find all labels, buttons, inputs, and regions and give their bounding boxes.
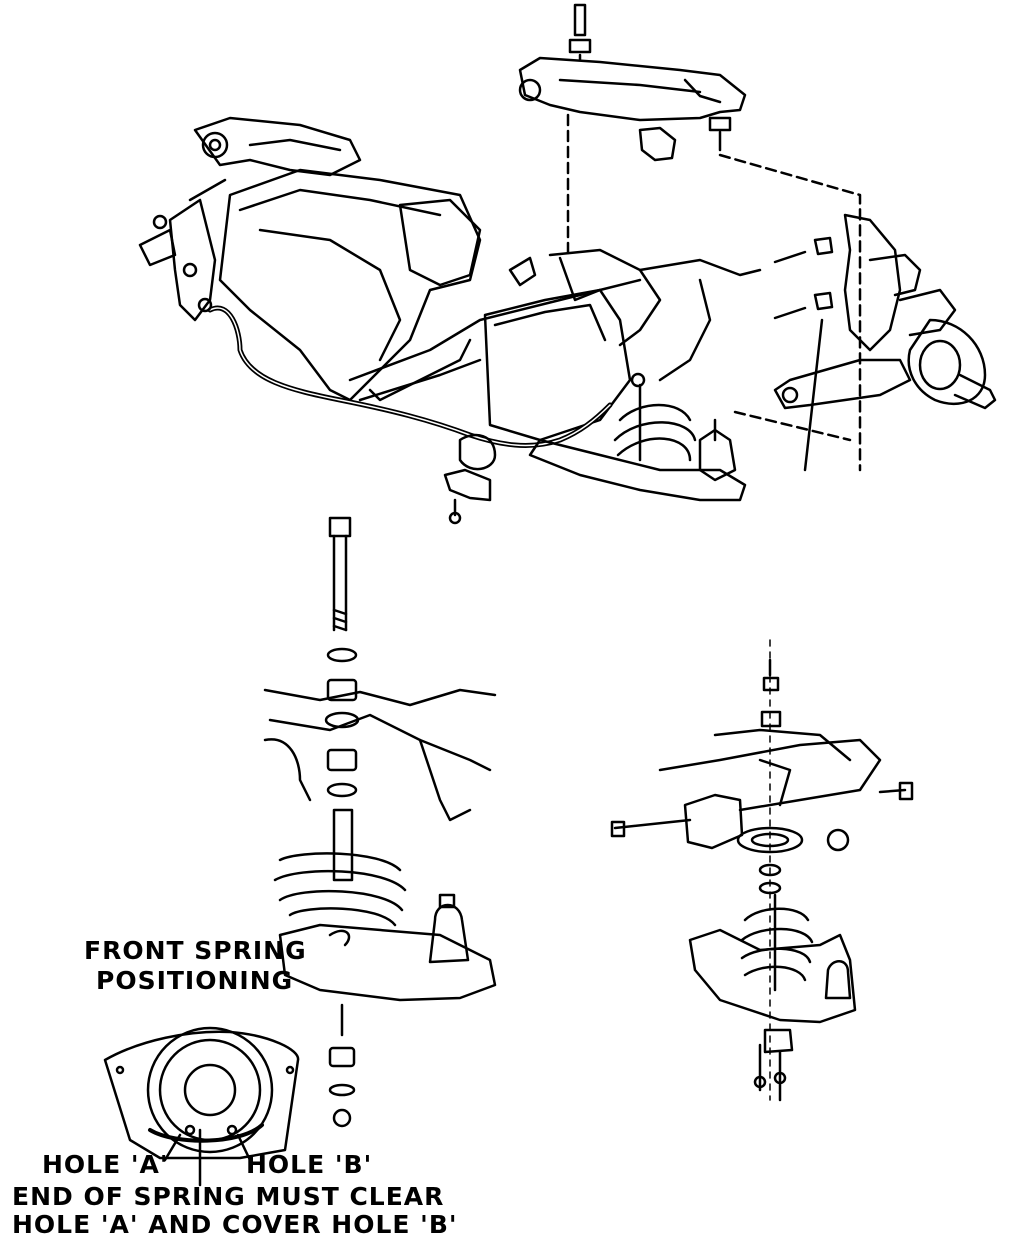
spring-note-line-2: HOLE 'A' AND COVER HOLE 'B' — [12, 1210, 458, 1239]
control-arm-spring-exploded — [610, 639, 914, 1102]
hole-b-label: HOLE 'B' — [246, 1150, 373, 1179]
hole-a-label: HOLE 'A' — [42, 1150, 169, 1179]
front-crossmember-assembly — [138, 116, 762, 525]
positioning-label: POSITIONING — [96, 966, 294, 995]
right-steering-knuckle — [733, 213, 997, 472]
front-spring-positioning-view — [263, 516, 497, 1128]
front-spring-label: FRONT SPRING — [84, 936, 307, 965]
upper-control-arm-exploded — [518, 3, 862, 472]
spring-note-line-1: END OF SPRING MUST CLEAR — [12, 1182, 445, 1211]
spring-seat-detail — [103, 1026, 300, 1187]
